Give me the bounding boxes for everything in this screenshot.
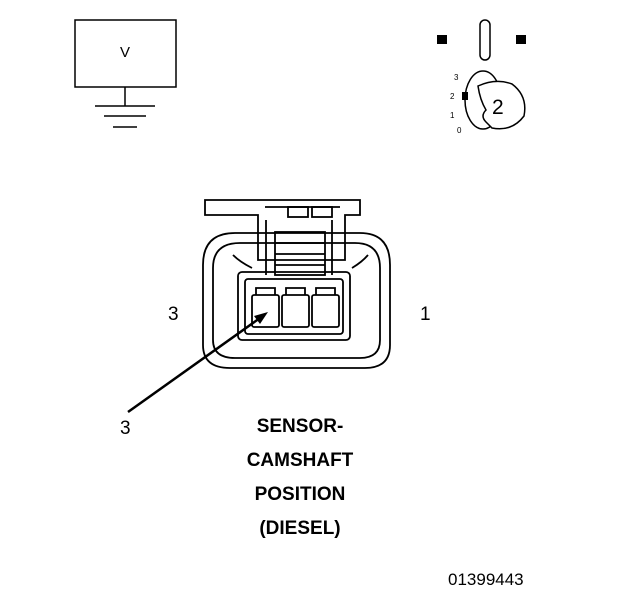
terminal-cavity-frame	[237, 271, 351, 341]
switch-mark-1: 1	[450, 111, 455, 120]
switch-mark-3: 3	[454, 73, 459, 82]
side-tab-left	[232, 254, 253, 269]
terminal-cavity-inner	[244, 278, 344, 335]
connector-shell	[202, 232, 391, 369]
voltmeter-label: V	[119, 44, 130, 61]
switch-mark-2: 2	[450, 92, 455, 101]
terminal-lock-3	[255, 287, 276, 295]
pin-label-right: 1	[420, 304, 431, 325]
terminal-pin-3	[251, 294, 280, 328]
terminal-lock-1	[315, 287, 336, 295]
caption-line-1: SENSOR-	[256, 416, 344, 437]
arrowhead-icon	[254, 312, 268, 324]
switch-position-marker	[462, 92, 468, 100]
callout-arrow	[127, 312, 268, 414]
latch-window-1	[287, 206, 309, 218]
terminal-lock-2	[285, 287, 306, 295]
switch-selected-position: 2	[492, 96, 504, 119]
connector-face	[202, 199, 391, 369]
key-dot-left	[437, 35, 447, 44]
callout-label: 3	[120, 418, 131, 439]
caption-line-4: (DIESEL)	[259, 518, 341, 539]
switch-mark-0: 0	[457, 126, 462, 135]
caption-line-2: CAMSHAFT	[246, 450, 354, 471]
pin-label-left: 3	[168, 304, 179, 325]
key-blade-icon	[479, 19, 491, 61]
ground-icon	[95, 105, 155, 128]
ignition-switch-icon	[462, 70, 526, 130]
latch-window-2	[311, 206, 333, 218]
key-dot-right	[516, 35, 526, 44]
connector-shell-inner	[212, 242, 381, 359]
callout-leader-line	[127, 316, 261, 414]
side-tab-right	[351, 254, 369, 269]
caption-line-3: POSITION	[254, 484, 346, 505]
ignition-key-icon	[437, 19, 526, 61]
figure-id: 01399443	[448, 570, 524, 589]
terminal-pin-1	[311, 294, 340, 328]
voltmeter-symbol	[74, 19, 177, 128]
terminal-pin-2	[281, 294, 310, 328]
connector-latch	[204, 199, 361, 261]
